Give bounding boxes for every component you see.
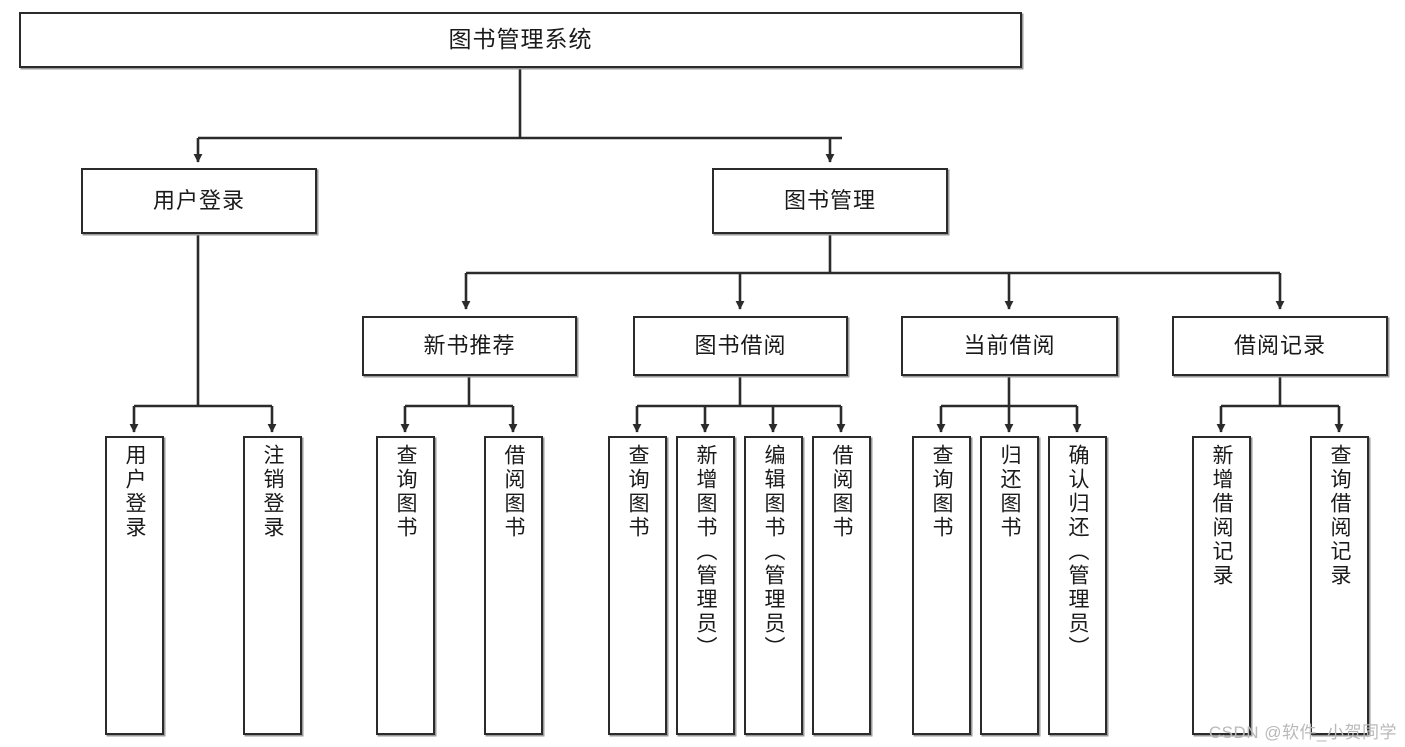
node-current-borrowing[interactable]: 当前借阅	[901, 316, 1118, 376]
node-label: 注销登录	[261, 444, 284, 540]
node-label: 查询图书	[930, 444, 953, 540]
node-label: 归还图书	[998, 444, 1021, 540]
leaf-query-book-2[interactable]: 查询图书	[608, 436, 667, 735]
leaf-confirm-return-admin[interactable]: 确认归还（管理员）	[1048, 436, 1107, 735]
leaf-query-borrow-record[interactable]: 查询借阅记录	[1310, 436, 1369, 735]
csdn-watermark: CSDN @软件_小贺同学	[1208, 723, 1397, 742]
node-label: 查询借阅记录	[1328, 444, 1351, 588]
node-new-book-recommendation[interactable]: 新书推荐	[362, 316, 577, 376]
node-label: 确认归还（管理员）	[1066, 444, 1089, 660]
leaf-edit-book-admin[interactable]: 编辑图书（管理员）	[744, 436, 803, 735]
node-label: 图书管理	[783, 187, 876, 213]
node-borrowing-records[interactable]: 借阅记录	[1172, 316, 1388, 376]
node-label: 编辑图书（管理员）	[762, 444, 785, 660]
leaf-borrow-book-1[interactable]: 借阅图书	[484, 436, 543, 735]
node-user-login[interactable]: 用户登录	[81, 168, 317, 234]
node-label: 新书推荐	[423, 332, 516, 358]
node-label: 图书管理系统	[448, 26, 593, 53]
leaf-user-login[interactable]: 用户登录	[105, 436, 164, 735]
node-label: 当前借阅	[963, 332, 1056, 358]
leaf-logout[interactable]: 注销登录	[243, 436, 302, 735]
node-label: 查询图书	[394, 444, 417, 540]
leaf-query-book-3[interactable]: 查询图书	[912, 436, 971, 735]
node-label: 借阅图书	[830, 444, 853, 540]
node-label: 图书借阅	[694, 332, 787, 358]
leaf-query-book-1[interactable]: 查询图书	[376, 436, 435, 735]
node-label: 查询图书	[626, 444, 649, 540]
node-label: 借阅记录	[1233, 332, 1326, 358]
node-label: 新增图书（管理员）	[694, 444, 717, 660]
node-root-book-management-system[interactable]: 图书管理系统	[19, 12, 1022, 68]
leaf-borrow-book-2[interactable]: 借阅图书	[812, 436, 871, 735]
leaf-return-book[interactable]: 归还图书	[980, 436, 1039, 735]
node-label: 新增借阅记录	[1210, 444, 1233, 588]
leaf-add-book-admin[interactable]: 新增图书（管理员）	[676, 436, 735, 735]
node-book-borrowing[interactable]: 图书借阅	[633, 316, 848, 376]
node-label: 用户登录	[152, 187, 245, 213]
node-label: 借阅图书	[502, 444, 525, 540]
node-book-management[interactable]: 图书管理	[712, 168, 948, 234]
node-label: 用户登录	[123, 444, 146, 540]
leaf-add-borrow-record[interactable]: 新增借阅记录	[1192, 436, 1251, 735]
